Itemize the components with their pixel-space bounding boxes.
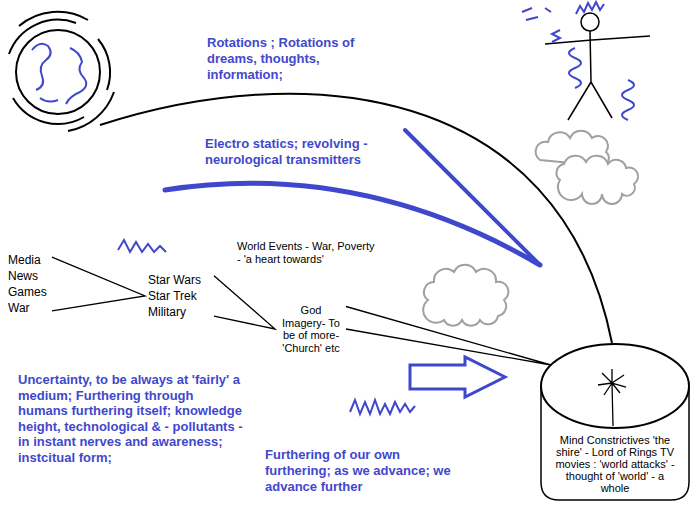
note-text: Furthering of our own furthering; as we … (265, 447, 455, 495)
continents (32, 44, 86, 104)
rotation-arc (100, 94, 612, 343)
star-mark (598, 369, 626, 426)
note-text: Rotations ; Rotations of dreams, thought… (207, 35, 372, 83)
orbit-rings (9, 12, 114, 131)
blue-curve (165, 183, 540, 265)
node-text: Media News Games War (8, 252, 50, 316)
node-text: God Imagery- To be of more- 'Church' etc (278, 304, 344, 354)
note-text: World Events - War, Poverty - 'a heart t… (237, 240, 377, 266)
energy-scribbles (522, 2, 634, 120)
node-text: Star Wars Star Trek Military (148, 272, 212, 320)
converging-lines (346, 307, 551, 366)
flow-group: Star Wars Star Trek Military (148, 272, 212, 320)
blue-stroke (405, 130, 540, 265)
squiggle (118, 240, 166, 252)
globe (16, 30, 100, 114)
converging-lines (214, 276, 275, 329)
block-arrow (410, 357, 505, 397)
text-frame (541, 386, 689, 500)
flow-group: Media News Games War (8, 252, 50, 316)
figure-head (581, 13, 599, 31)
flow-group: God Imagery- To be of more- 'Church' etc (278, 304, 344, 354)
squiggle (350, 400, 415, 414)
mind-circle: Mind Constrictives 'the shire' - Lord of… (535, 340, 695, 504)
note-text: Uncertainty, to be always at 'fairly' a … (18, 372, 243, 465)
node-text: Mind Constrictives 'the shire' - Lord of… (551, 434, 679, 494)
cloud (423, 265, 508, 326)
mind-ellipse (541, 344, 689, 428)
converging-lines (52, 257, 145, 311)
cloud (556, 156, 638, 204)
note-text: Electro statics; revolving - neurologica… (205, 136, 400, 168)
